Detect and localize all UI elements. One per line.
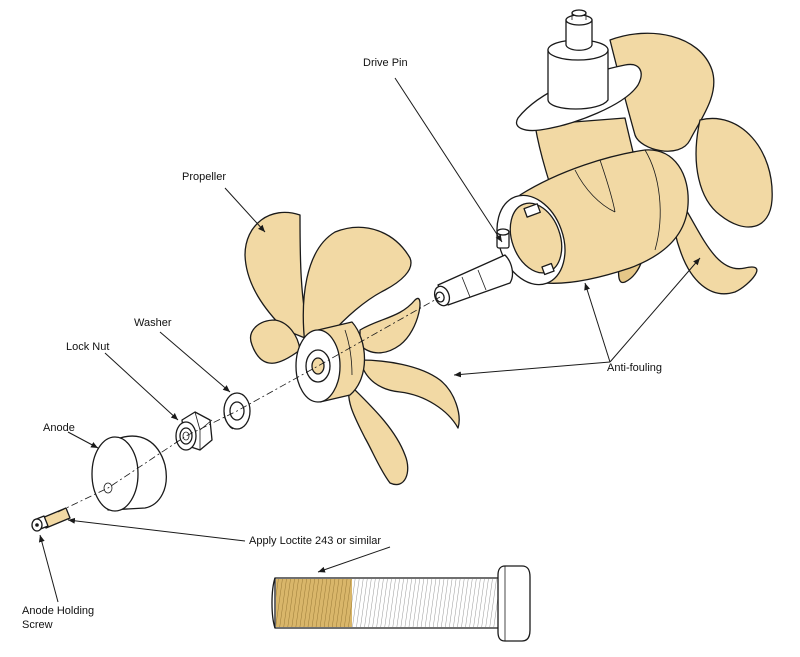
leader-lines xyxy=(38,77,701,603)
rear-propeller-blade-upper xyxy=(609,32,715,152)
label-apply-loctite: Apply Loctite 243 or similar xyxy=(249,535,381,547)
lock-nut xyxy=(175,411,213,451)
leader-washer xyxy=(159,331,231,393)
leader-anti-fouling-blade xyxy=(609,257,701,363)
anode-holding-screw xyxy=(31,507,71,532)
screw-detail xyxy=(271,565,531,642)
propeller-blade-upper-left xyxy=(244,211,311,341)
leader-lock-nut xyxy=(104,352,179,421)
label-washer: Washer xyxy=(134,317,172,329)
propeller-blade-lower-right xyxy=(359,359,460,429)
leader-drive-pin xyxy=(394,77,503,243)
label-anode-holding-screw-line2: Screw xyxy=(22,619,53,631)
label-propeller: Propeller xyxy=(182,171,226,183)
label-anode: Anode xyxy=(43,422,75,434)
drive-housing xyxy=(433,9,773,307)
propeller-shaft xyxy=(437,254,514,306)
propeller-blade-upper xyxy=(302,226,412,346)
leader-loctite-detail xyxy=(317,546,391,573)
propeller-blade-lower xyxy=(348,384,409,486)
label-drive-pin: Drive Pin xyxy=(363,57,408,69)
callout-labels: Drive Pin Propeller Washer Lock Nut Anod… xyxy=(22,57,662,631)
propeller-blade-left xyxy=(250,319,301,364)
drive-column xyxy=(547,49,609,110)
leader-loctite-screw xyxy=(67,517,246,542)
assembly-axis xyxy=(57,296,441,513)
label-anode-holding-screw-line1: Anode Holding xyxy=(22,605,94,617)
leader-anti-fouling-prop xyxy=(453,361,611,378)
rear-propeller-blade-lower xyxy=(673,199,758,295)
leader-anode-screw xyxy=(38,534,59,603)
label-lock-nut: Lock Nut xyxy=(66,341,109,353)
rear-propeller-blade-right xyxy=(695,117,773,228)
propeller xyxy=(244,211,460,486)
label-anti-fouling: Anti-fouling xyxy=(607,362,662,374)
anode xyxy=(91,435,167,512)
leader-anode xyxy=(67,431,99,449)
leader-propeller xyxy=(224,187,266,233)
leader-anti-fouling-body xyxy=(584,282,611,363)
